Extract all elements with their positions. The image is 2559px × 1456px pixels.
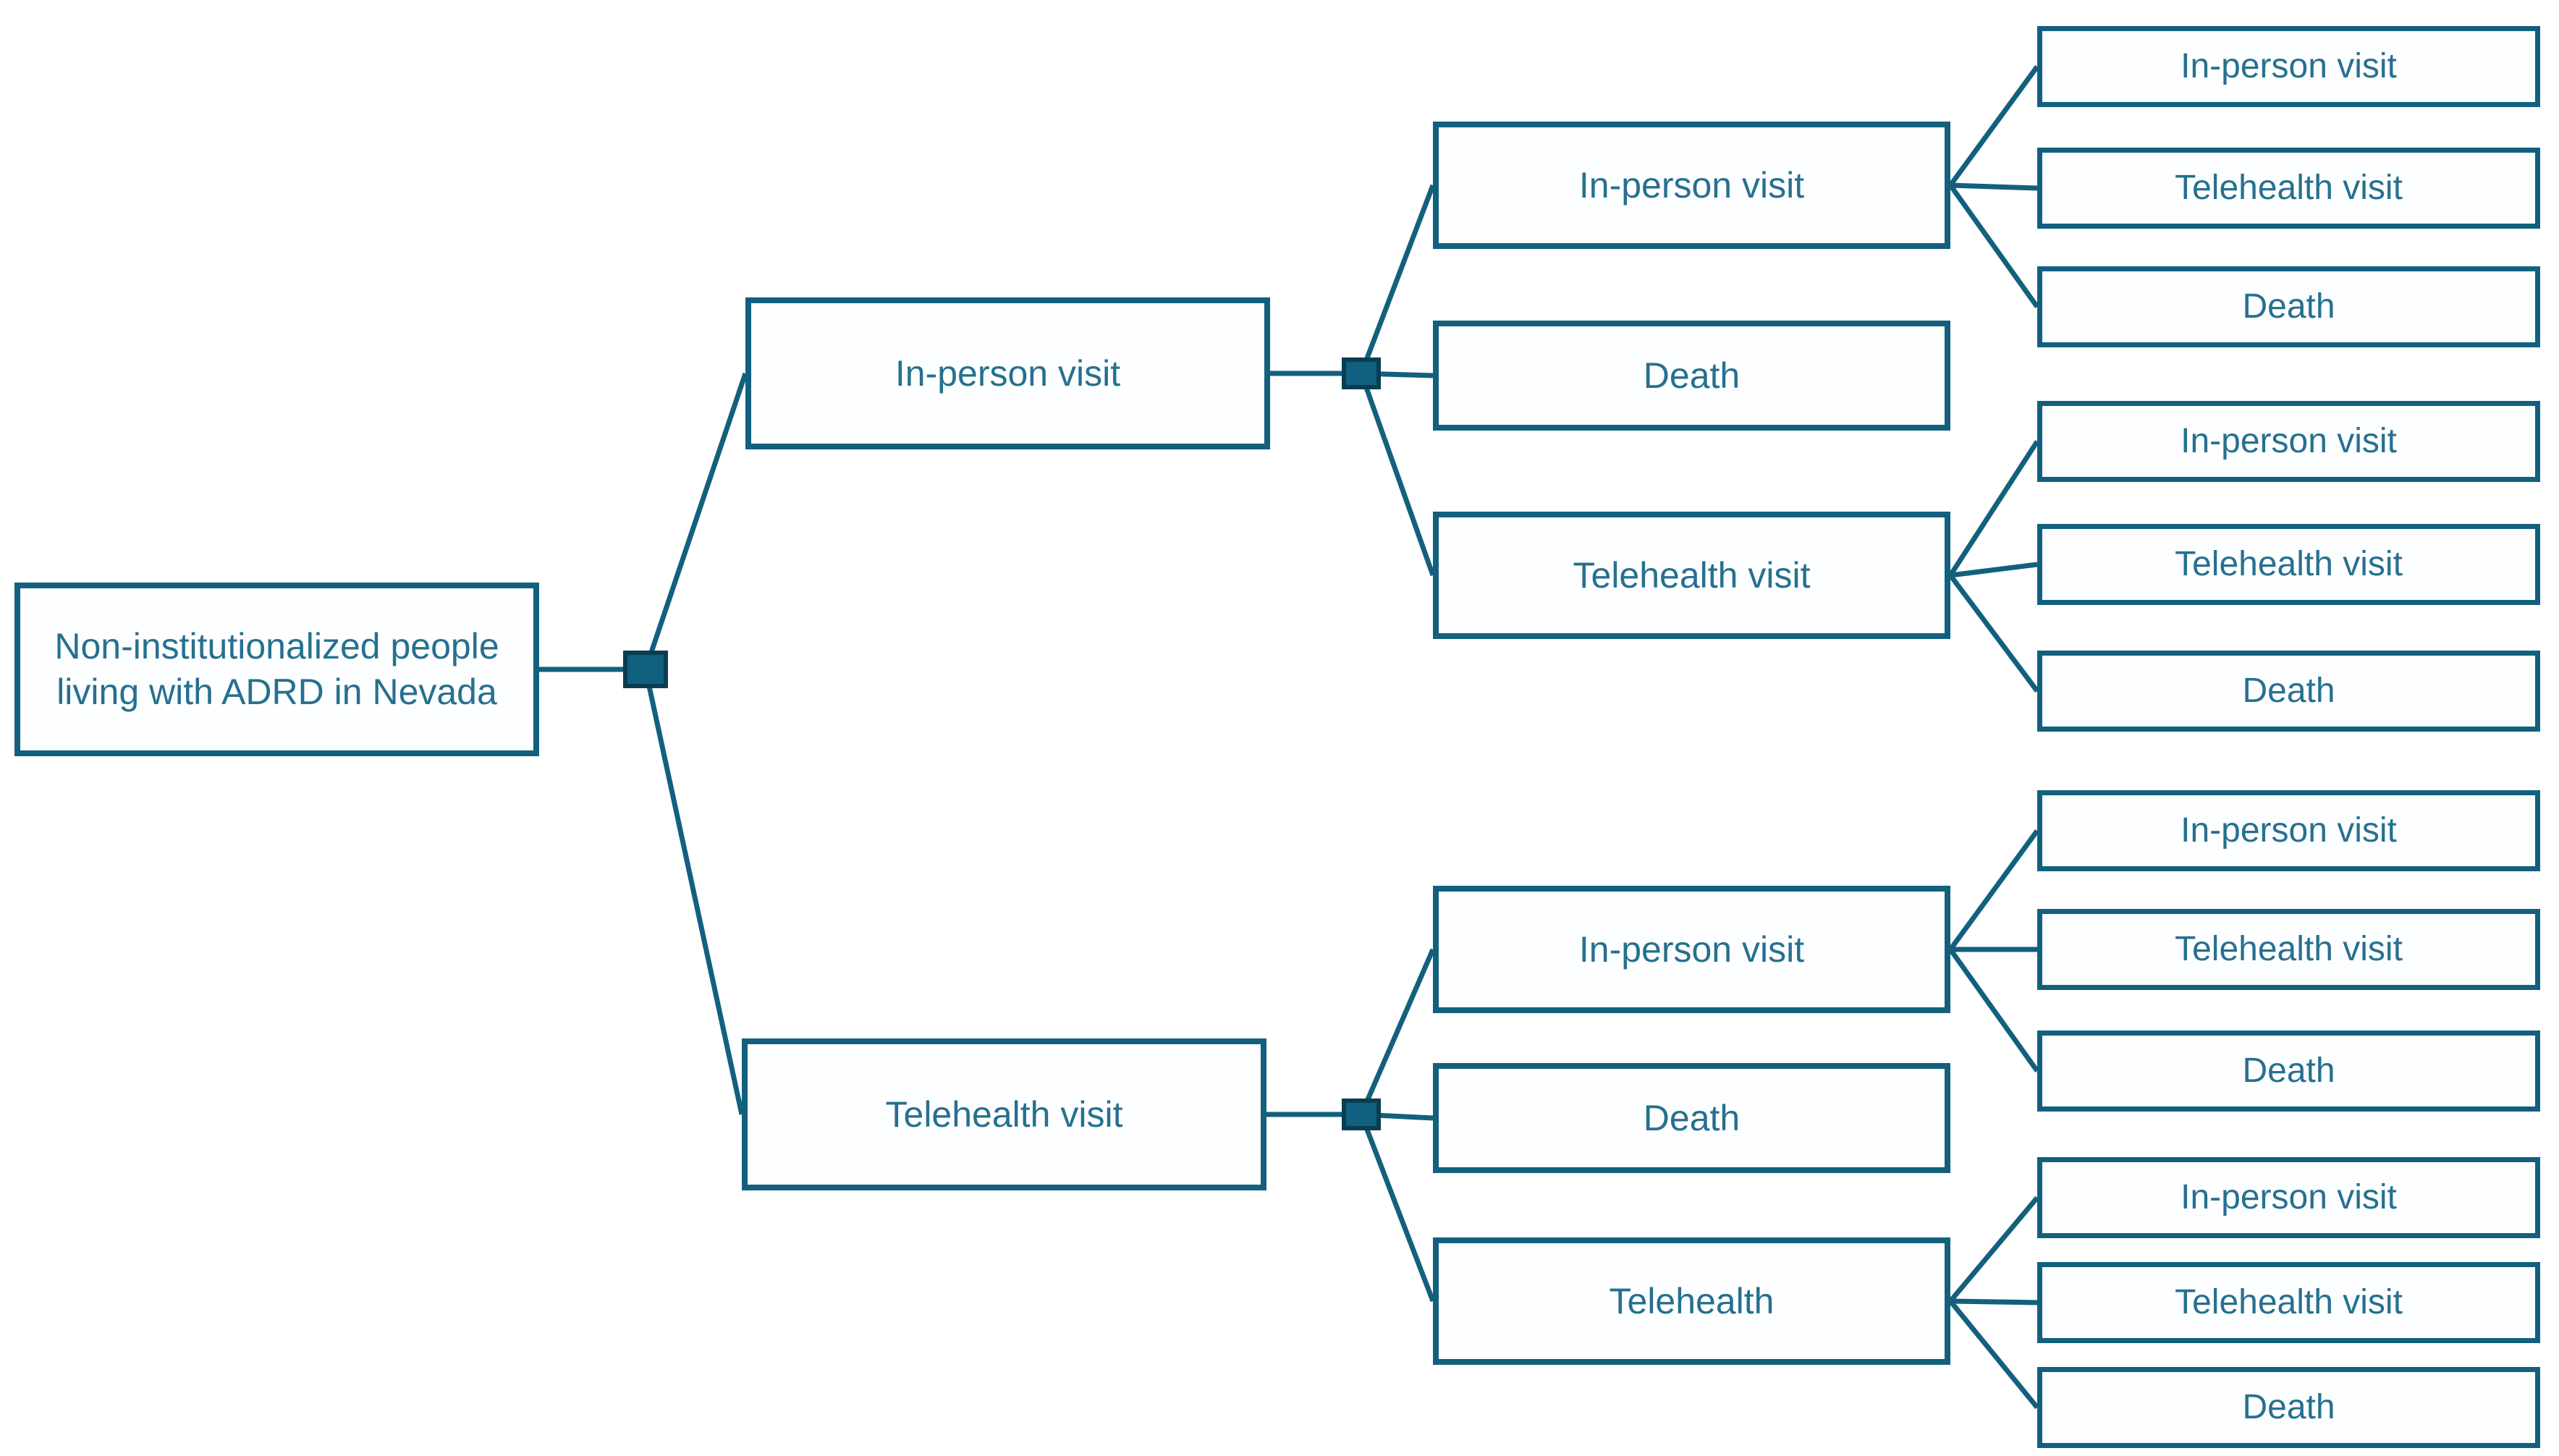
chance-node-marker — [1342, 357, 1381, 389]
node-l3-c-death: Death — [2037, 1030, 2540, 1112]
connector-line — [643, 372, 748, 671]
node-label: Telehealth visit — [2175, 544, 2403, 583]
node-l3-b-in-person-visit: In-person visit — [2037, 401, 2540, 482]
node-l2-telehealth-telehealth: Telehealth — [1433, 1237, 1950, 1365]
node-l3-b-telehealth-visit: Telehealth visit — [2037, 524, 2540, 605]
connector-line — [1948, 183, 2039, 309]
node-l3-d-death: Death — [2037, 1367, 2540, 1448]
connector-line — [1358, 1113, 1436, 1303]
node-l1-in-person-visit: In-person visit — [745, 297, 1270, 449]
node-label: Death — [2242, 1051, 2335, 1090]
connector-line — [1948, 573, 2039, 693]
node-label: Telehealth visit — [885, 1093, 1123, 1135]
node-label: In-person visit — [894, 352, 1121, 394]
node-label: Telehealth visit — [1573, 554, 1811, 596]
connector-line — [1358, 184, 1436, 375]
connector-line — [1948, 1299, 2039, 1410]
connector-line — [1948, 947, 2039, 1073]
node-l3-c-in-person-visit: In-person visit — [2037, 790, 2540, 871]
connector-line — [1948, 440, 2039, 577]
node-l3-b-death: Death — [2037, 651, 2540, 732]
node-label: In-person visit — [1578, 164, 1805, 206]
node-label: Telehealth visit — [2175, 1282, 2403, 1321]
chance-node-marker — [623, 651, 668, 688]
connector-line — [1948, 1195, 2039, 1303]
chance-node-marker — [1342, 1099, 1381, 1130]
node-root: Non-institutionalized people living with… — [14, 583, 539, 756]
node-label: In-person visit — [2181, 1177, 2397, 1216]
node-label: Death — [2242, 287, 2335, 326]
node-l2-inperson-inperson: In-person visit — [1433, 122, 1950, 249]
node-l3-c-telehealth-visit: Telehealth visit — [2037, 909, 2540, 990]
node-l2-inperson-telehealth-visit: Telehealth visit — [1433, 512, 1950, 639]
node-l2-telehealth-death: Death — [1433, 1063, 1950, 1173]
node-l3-a-death: Death — [2037, 266, 2540, 347]
node-l1-telehealth-visit: Telehealth visit — [742, 1038, 1266, 1190]
node-l3-a-telehealth-visit: Telehealth visit — [2037, 148, 2540, 229]
node-l2-inperson-death: Death — [1433, 321, 1950, 431]
node-label: Telehealth — [1609, 1280, 1775, 1321]
node-label: Death — [2242, 1387, 2335, 1426]
node-label: Death — [1643, 1097, 1740, 1138]
node-label: Telehealth visit — [2175, 929, 2403, 968]
node-label: Non-institutionalized people living with… — [54, 626, 499, 712]
connector-line — [1950, 182, 2038, 191]
node-l3-d-in-person-visit: In-person visit — [2037, 1157, 2540, 1238]
connector-line — [1950, 562, 2038, 578]
connector-line — [1948, 64, 2039, 187]
node-l3-d-telehealth-visit: Telehealth visit — [2037, 1262, 2540, 1343]
connector-line — [1358, 372, 1436, 577]
node-label: Death — [1643, 355, 1740, 396]
node-l3-a-in-person-visit: In-person visit — [2037, 26, 2540, 107]
connector-line — [643, 669, 745, 1115]
node-l2-telehealth-inperson: In-person visit — [1433, 886, 1950, 1013]
connector-line — [1358, 948, 1436, 1116]
node-label: In-person visit — [2181, 810, 2397, 850]
connector-line — [1950, 1298, 2038, 1305]
node-label: In-person visit — [2181, 421, 2397, 460]
node-label: In-person visit — [2181, 46, 2397, 85]
node-label: In-person visit — [1578, 928, 1805, 970]
node-label: Death — [2242, 671, 2335, 710]
node-label: Telehealth visit — [2175, 168, 2403, 207]
connector-line — [1948, 829, 2039, 952]
